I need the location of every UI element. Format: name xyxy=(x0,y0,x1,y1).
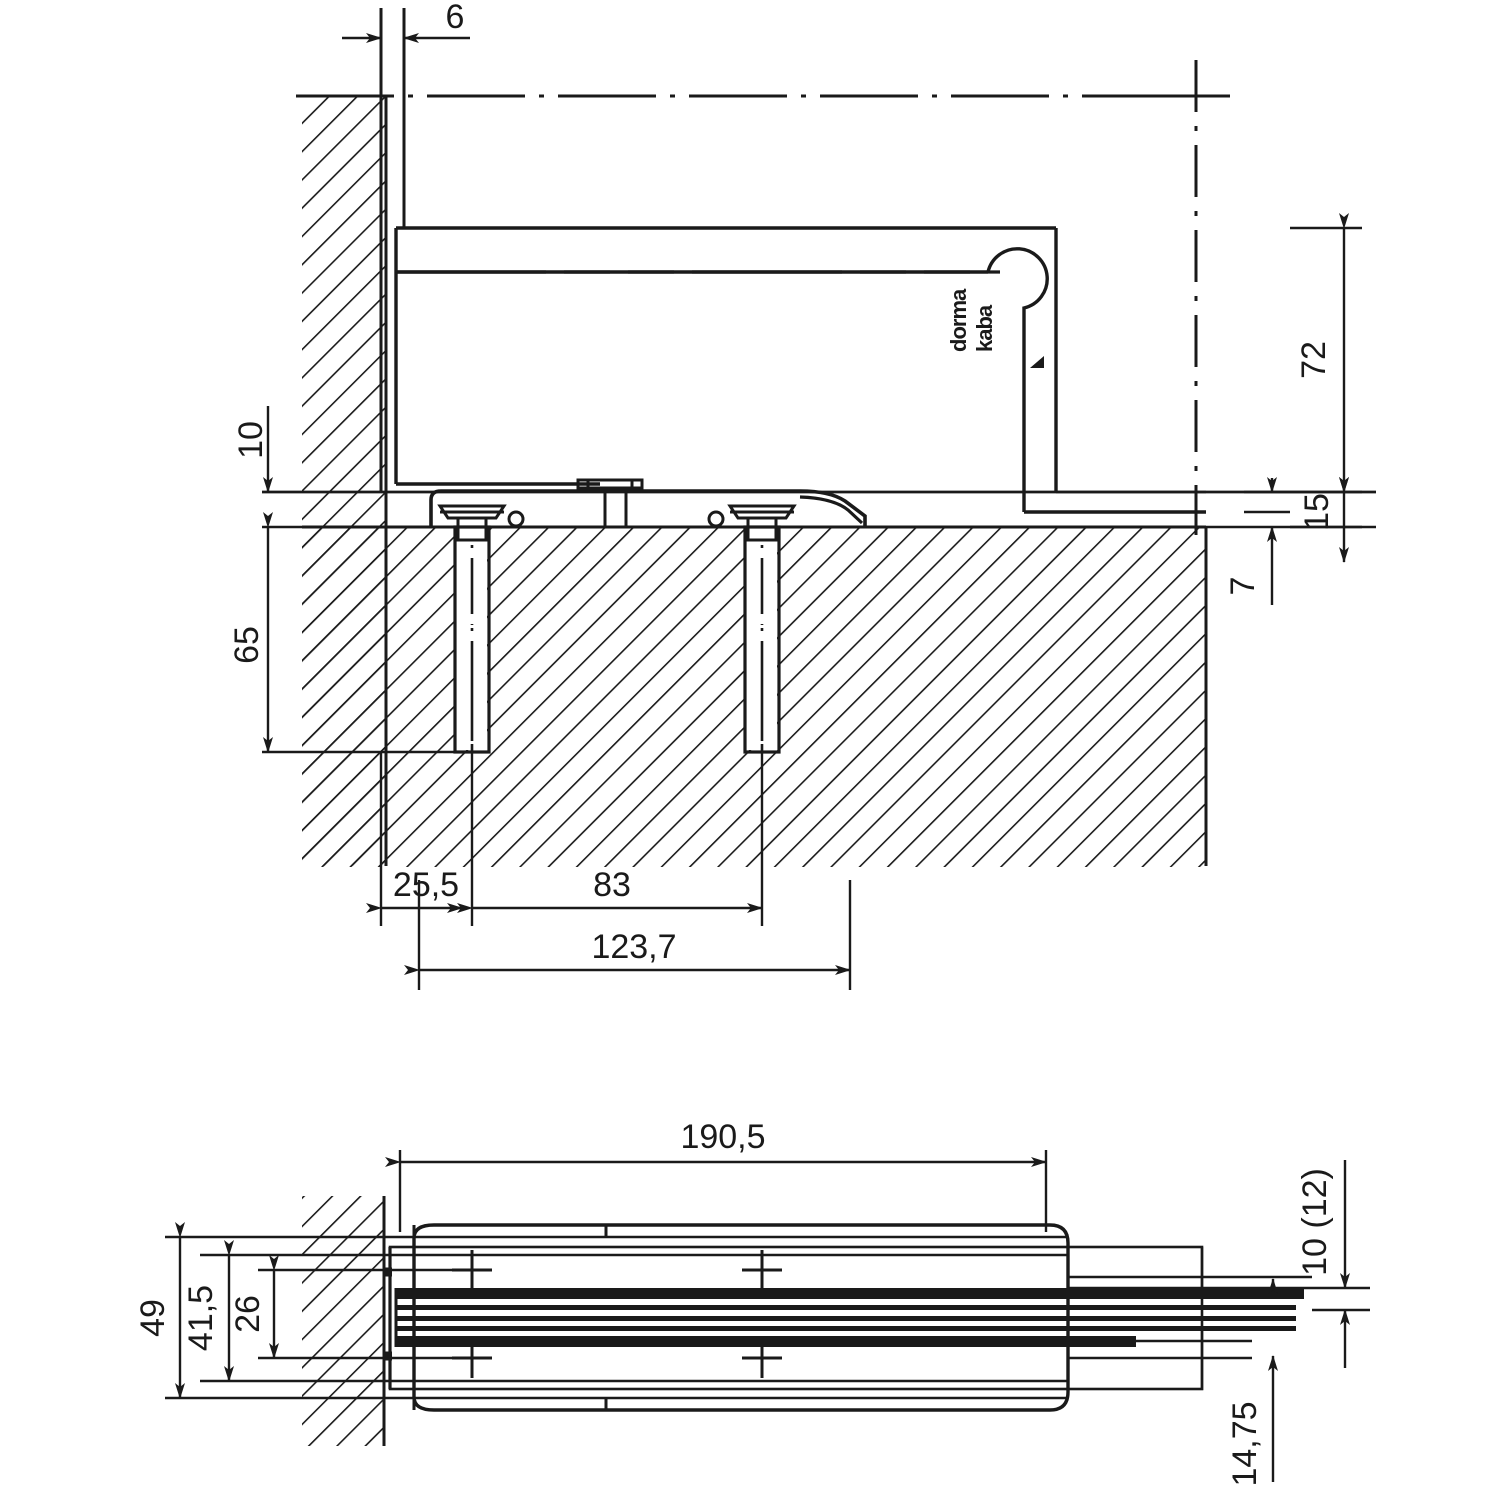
dimension-123-7: 123,7 xyxy=(404,880,852,990)
dimension-label-14-75: 14,75 xyxy=(1226,1401,1264,1486)
dormakaba-logo: dorma kaba xyxy=(946,288,1044,368)
dimension-label-123-7: 123,7 xyxy=(591,928,676,966)
dimension-label-25-5: 25,5 xyxy=(393,866,459,904)
dimension-label-83: 83 xyxy=(593,866,631,904)
floor-closer-body-section xyxy=(262,478,1376,542)
dimension-label-41-5: 41,5 xyxy=(182,1285,220,1351)
logo-line-1: dorma xyxy=(946,288,971,352)
dimension-49: 49 xyxy=(134,1222,185,1399)
dimension-label-10-12: 10 (12) xyxy=(1296,1168,1334,1276)
dimension-10: 10 xyxy=(232,406,273,493)
dimension-10-12: 10 (12) xyxy=(1296,1160,1370,1368)
dimension-label-7: 7 xyxy=(1224,577,1262,596)
dimension-label-49: 49 xyxy=(134,1299,172,1337)
dimension-41-5: 41,5 xyxy=(182,1240,234,1382)
dimension-label-65: 65 xyxy=(228,626,266,664)
dimension-72: 72 xyxy=(1290,213,1362,529)
dimension-label-190-5: 190,5 xyxy=(680,1118,765,1156)
dimension-83: 83 xyxy=(457,752,764,926)
wall-hatched-plan xyxy=(302,1196,386,1446)
fixing-hole-mark xyxy=(742,1250,782,1290)
floor-hatched-section xyxy=(302,525,1208,867)
dimension-26: 26 xyxy=(229,1255,279,1359)
dimension-190-5: 190,5 xyxy=(385,1118,1048,1232)
spindle-channel-stripes xyxy=(394,1288,1304,1347)
dimension-label-26: 26 xyxy=(229,1295,267,1333)
dimension-15: 15 xyxy=(1298,477,1349,563)
plan-view: 190,5 49 41,5 26 10 (12) 14 xyxy=(134,1118,1370,1487)
dimension-25-5: 25,5 xyxy=(366,752,474,926)
fixing-hole-mark xyxy=(742,1338,782,1378)
dimension-label-10: 10 xyxy=(232,421,270,459)
logo-mark-icon xyxy=(1030,356,1044,368)
logo-line-2: kaba xyxy=(972,304,997,352)
section-view: dorma kaba 6 10 65 72 xyxy=(228,0,1376,990)
dimension-14-75: 14,75 xyxy=(1226,1278,1278,1487)
dimension-6: 6 xyxy=(342,0,470,58)
plan-extension-lines xyxy=(165,1235,1068,1400)
fixing-screw-left xyxy=(437,504,525,542)
dimension-label-72: 72 xyxy=(1295,341,1333,379)
dimension-65: 65 xyxy=(228,512,490,754)
dimension-label-6: 6 xyxy=(446,0,465,36)
dimension-7: 7 xyxy=(1224,477,1290,605)
dimension-label-15: 15 xyxy=(1298,493,1336,531)
fixing-screw-right xyxy=(707,504,797,542)
